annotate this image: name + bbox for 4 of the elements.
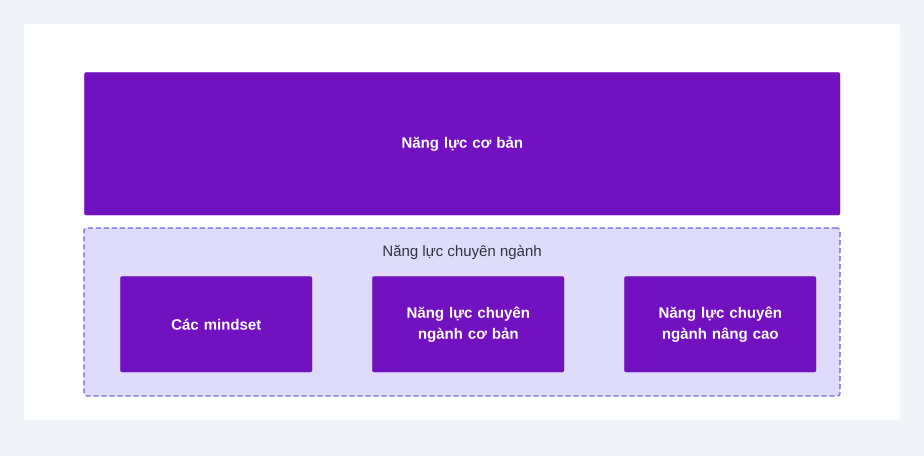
process-box: Năng lực cơ bản: [84, 72, 840, 216]
process-box: Năng lực chuyên ngành nâng cao: [624, 276, 816, 372]
process-box: Năng lực chuyên ngành cơ bản: [372, 276, 564, 372]
process-box: Các mindset: [120, 276, 312, 372]
